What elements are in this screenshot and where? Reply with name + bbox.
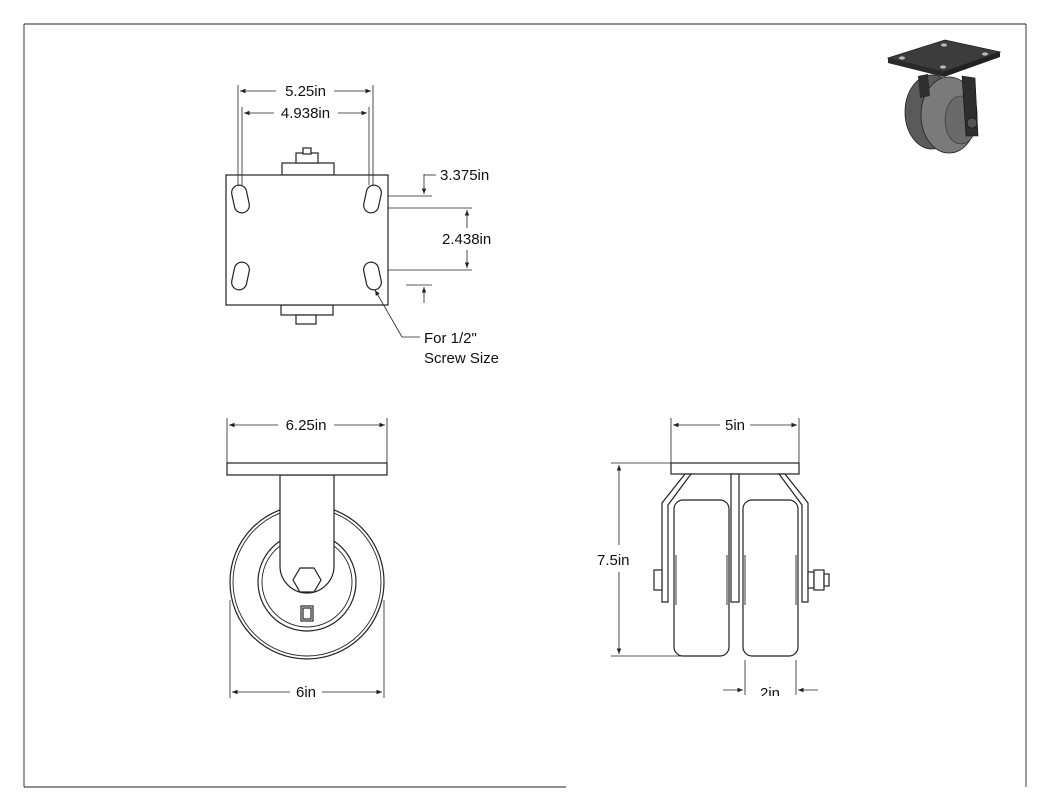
dim-label-height: 7.5in (597, 552, 630, 569)
dimension-hole-spacing-y: 2.438in (388, 207, 491, 271)
mounting-plate-side (226, 462, 388, 476)
dimension-plate-length: 6.25in (226, 417, 388, 463)
dimension-plate-width: 5.25in (237, 83, 374, 185)
dimension-wheel-diameter: 6in (229, 600, 385, 701)
mount-slot-bottom-right (363, 261, 382, 291)
note-line-2: Screw Size (424, 350, 499, 367)
dim-label-overall-width: 5in (725, 417, 745, 434)
bottom-axle-nut (295, 314, 317, 325)
front-view: 5in 7.5in 2in (597, 417, 830, 708)
top-axle-tip (302, 147, 312, 155)
dimension-height: 7.5in (597, 462, 690, 657)
dim-label-hole-spacing-y: 2.438in (442, 231, 491, 248)
screw-size-note: For 1/2" Screw Size (374, 289, 499, 367)
mount-slot-bottom-left (231, 261, 250, 291)
dimension-plate-depth: 3.375in (388, 167, 489, 303)
mount-slot-top-right (363, 184, 382, 214)
sheet-border (23, 23, 1027, 788)
note-line-1: For 1/2" (424, 330, 477, 347)
fork-leg (279, 474, 335, 594)
isometric-view (886, 39, 1002, 154)
dimension-hole-spacing-x: 4.938in (241, 105, 370, 185)
dim-label-plate-length: 6.25in (286, 417, 327, 434)
dimension-overall-width: 5in (670, 417, 800, 463)
mounting-plate-front (670, 462, 800, 475)
dim-label-plate-depth: 3.375in (440, 167, 489, 184)
side-view: 6.25in 6in (226, 417, 388, 701)
top-axle-boss (281, 162, 335, 176)
fork-leg-right (777, 473, 809, 603)
wheel-left (673, 499, 730, 657)
dim-label-hole-spacing-x: 4.938in (281, 105, 330, 122)
axle-bolt-head (653, 569, 663, 591)
fork-leg-center (730, 473, 740, 603)
axle-nut-side (292, 567, 322, 593)
dim-label-plate-width: 5.25in (285, 83, 326, 100)
mounting-plate-top (225, 174, 389, 306)
top-view: 5.25in 4.938in 3.375in 2.438in (225, 83, 499, 367)
dimension-wheel-width: 2in (723, 660, 818, 708)
wheel-right (742, 499, 799, 657)
mount-slot-top-left (231, 184, 250, 214)
dim-label-wheel-diameter: 6in (296, 684, 316, 701)
bottom-axle-boss (280, 304, 334, 316)
fork-leg-left (661, 473, 693, 603)
axle-nut-front (807, 571, 815, 589)
